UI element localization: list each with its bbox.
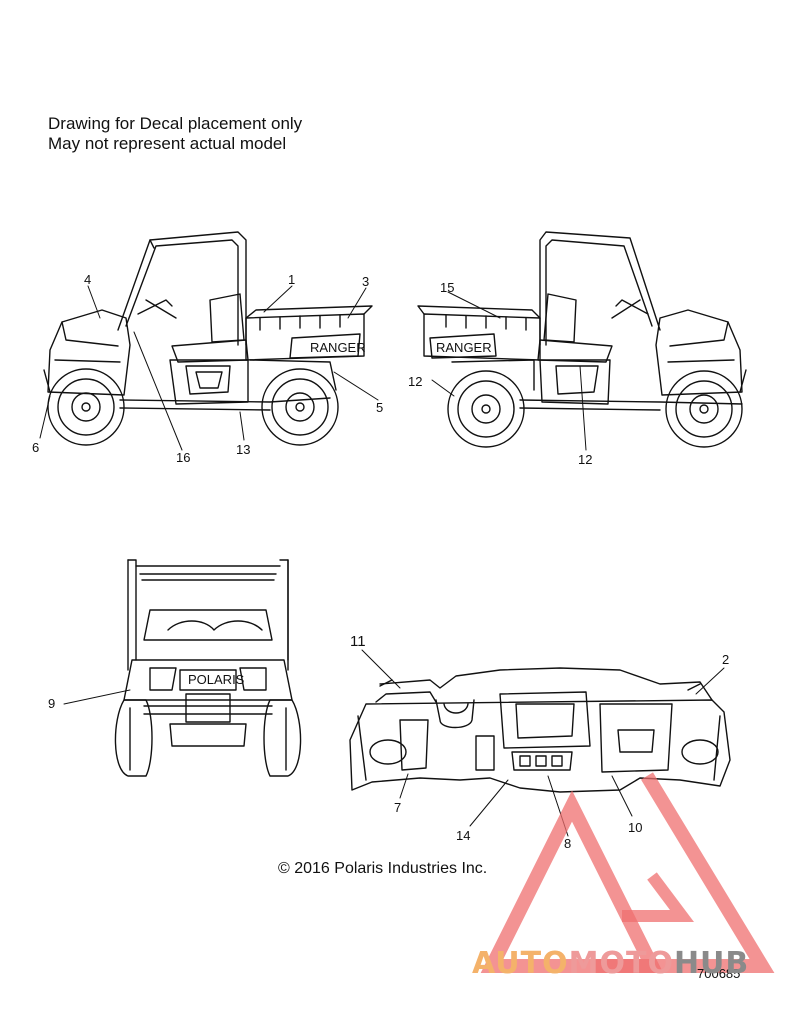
dashboard-view <box>349 667 731 793</box>
callout-10: 10 <box>628 820 642 835</box>
watermark-hub: HUB <box>673 946 750 981</box>
note-line-2: May not represent actual model <box>48 134 287 153</box>
callout-14: 14 <box>456 828 470 843</box>
watermark-brand-text: AUTOMOTOHUB <box>472 946 749 981</box>
callout-8: 8 <box>564 836 571 851</box>
vehicle-right-side-view <box>417 231 747 448</box>
callout-15: 15 <box>440 280 454 295</box>
watermark-auto: AUTO <box>472 946 569 981</box>
copyright-text: © 2016 Polaris Industries Inc. <box>278 860 488 877</box>
vehicle-left-side-view <box>43 231 373 446</box>
part-number: 700685 <box>697 966 741 981</box>
watermark-moto: MOTO <box>568 946 674 981</box>
callout-2: 2 <box>722 652 729 667</box>
decal-ranger-right: RANGER <box>436 340 492 355</box>
callout-1: 1 <box>288 272 295 287</box>
callout-7: 7 <box>394 800 401 815</box>
callout-12b: 12 <box>578 452 592 467</box>
callout-11: 11 <box>350 633 366 650</box>
note-line-1: Drawing for Decal placement only <box>48 114 303 133</box>
callout-5: 5 <box>376 400 383 415</box>
watermark-triangle-logo <box>480 772 775 973</box>
leader-lines <box>39 285 725 837</box>
callout-6: 6 <box>32 440 39 455</box>
callout-4: 4 <box>84 272 91 287</box>
callout-16: 16 <box>176 450 190 465</box>
callout-13: 13 <box>236 442 250 457</box>
callout-3: 3 <box>362 274 369 289</box>
decal-ranger-left: RANGER <box>310 340 366 355</box>
vehicle-front-view <box>114 559 302 777</box>
drawing-note: Drawing for Decal placement only May not… <box>48 114 302 154</box>
callout-9: 9 <box>48 696 55 711</box>
decal-polaris-front: POLARIS <box>188 672 245 687</box>
callout-12a: 12 <box>408 374 422 389</box>
